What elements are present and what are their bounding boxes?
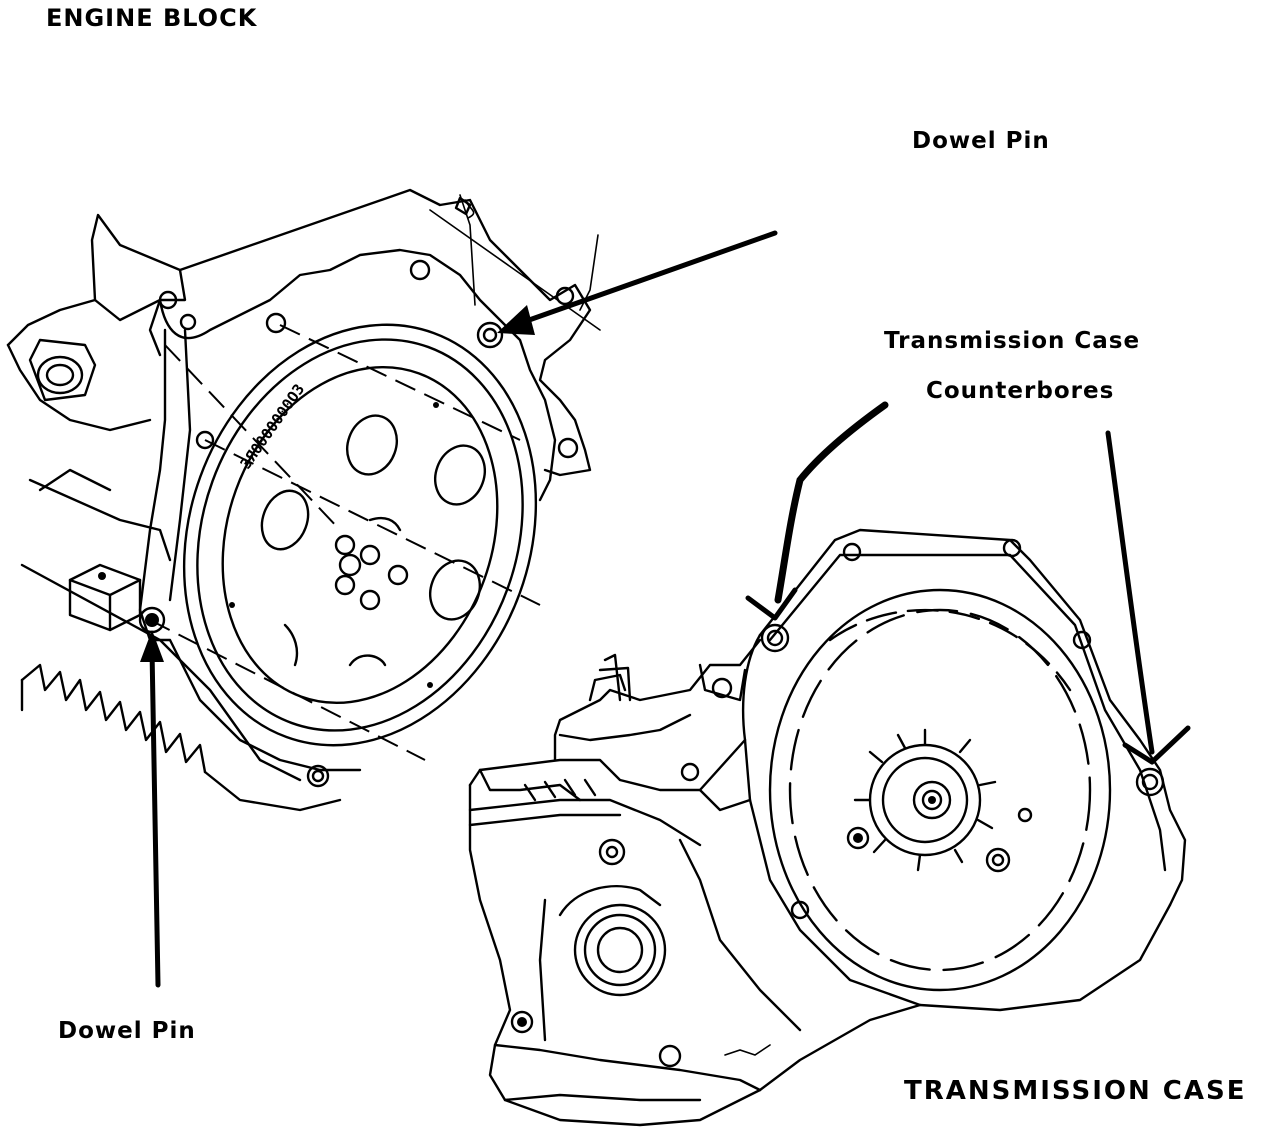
engine-block-label: ENGINE BLOCK — [46, 4, 258, 32]
counterbore-left-arrow — [745, 401, 889, 621]
pump-gear-teeth — [853, 728, 997, 872]
transmission-case-drawing — [468, 528, 1187, 1127]
dowel-pin-bottom-label: Dowel Pin — [58, 1018, 196, 1044]
transmission-case-label: TRANSMISSION CASE — [904, 1076, 1247, 1106]
transmission-case-counterbores-label-line2: Counterbores — [926, 378, 1115, 404]
dowel-pin-top-label: Dowel Pin — [912, 128, 1050, 154]
engine-block-drawing: 3Я0000000О3 — [6, 188, 601, 812]
transmission-case-counterbores-label-line1: Transmission Case — [884, 328, 1141, 354]
counterbore-right-arrow — [1105, 430, 1191, 765]
dowel-pin-top-arrow — [497, 230, 778, 335]
dowel-pin-bottom-arrow — [140, 630, 164, 988]
